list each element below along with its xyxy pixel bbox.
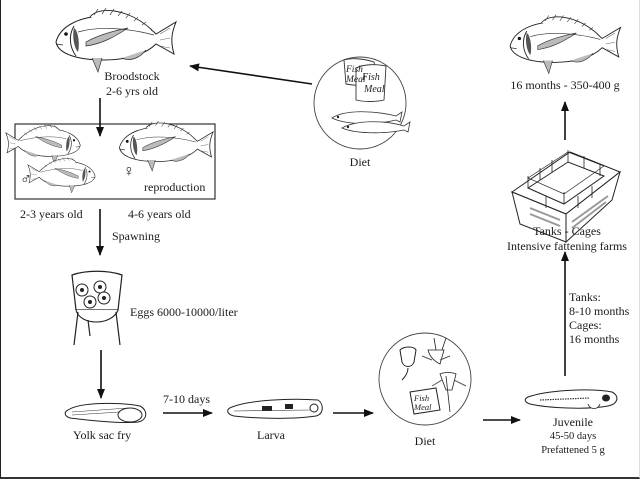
market-fish-icon [509, 14, 622, 74]
spawning-label: Spawning [112, 229, 160, 243]
yolk-sac-fry-label: Yolk sac fry [73, 428, 132, 442]
egg-incubator-icon [71, 270, 123, 346]
farms-line2: Intensive fattening farms [507, 239, 627, 253]
arrow-diet-to-broodstock [189, 63, 313, 85]
bag-text: Fish [345, 65, 363, 75]
farms-label: Tanks - Cages Intensive fattening farms [497, 224, 637, 254]
tank-cage-icon [510, 150, 621, 244]
larva-icon [227, 398, 323, 419]
growout-durations: Tanks: 8-10 months Cages: 16 months [569, 290, 629, 346]
juvenile-name: Juvenile [553, 415, 593, 429]
tanks-duration: 8-10 months [569, 304, 630, 318]
female-age-label: 4-6 years old [128, 207, 191, 221]
market-fish-label: 16 months - 350-400 g [510, 78, 620, 92]
juvenile-fish-icon [524, 389, 618, 409]
male-age-label: 2-3 years old [20, 207, 83, 221]
female-symbol: ♀ [123, 163, 135, 180]
juvenile-age: 45-50 days [549, 431, 597, 442]
cages-label: Cages: [569, 318, 602, 332]
bag-text: Fish [361, 72, 380, 83]
broodstock-label: Broodstock 2-6 yrs old [84, 69, 180, 99]
adult-diet-illustration: Fish Meal Fish Meal [313, 56, 411, 150]
broodstock-fish-icon [55, 7, 177, 73]
eggs-label: Eggs 6000-10000/liter [130, 305, 238, 319]
bag-text: Meal [345, 75, 366, 85]
reproduction-label: reproduction [144, 180, 206, 194]
farms-line1: Tanks - Cages [533, 224, 601, 238]
bag-text: Fish [413, 393, 429, 403]
larval-diet-label: Diet [414, 434, 436, 448]
bag-text: Meal [413, 402, 432, 412]
larva-label: Larva [257, 428, 285, 442]
yolk-sac-fry-icon [64, 402, 147, 424]
male-symbol: ♂ [20, 171, 32, 188]
days-label: 7-10 days [163, 392, 210, 406]
juvenile-weight: Prefattened 5 g [541, 445, 605, 456]
cages-duration: 16 months [569, 332, 620, 346]
adult-diet-label: Diet [349, 155, 371, 169]
bag-text: Meal [363, 84, 385, 95]
broodstock-age: 2-6 yrs old [106, 84, 158, 98]
tanks-label: Tanks: [569, 290, 601, 304]
juvenile-label: Juvenile 45-50 days Prefattened 5 g [525, 415, 621, 458]
larval-diet-illustration: Fish Meal [378, 332, 472, 426]
broodstock-name: Broodstock [104, 69, 160, 83]
